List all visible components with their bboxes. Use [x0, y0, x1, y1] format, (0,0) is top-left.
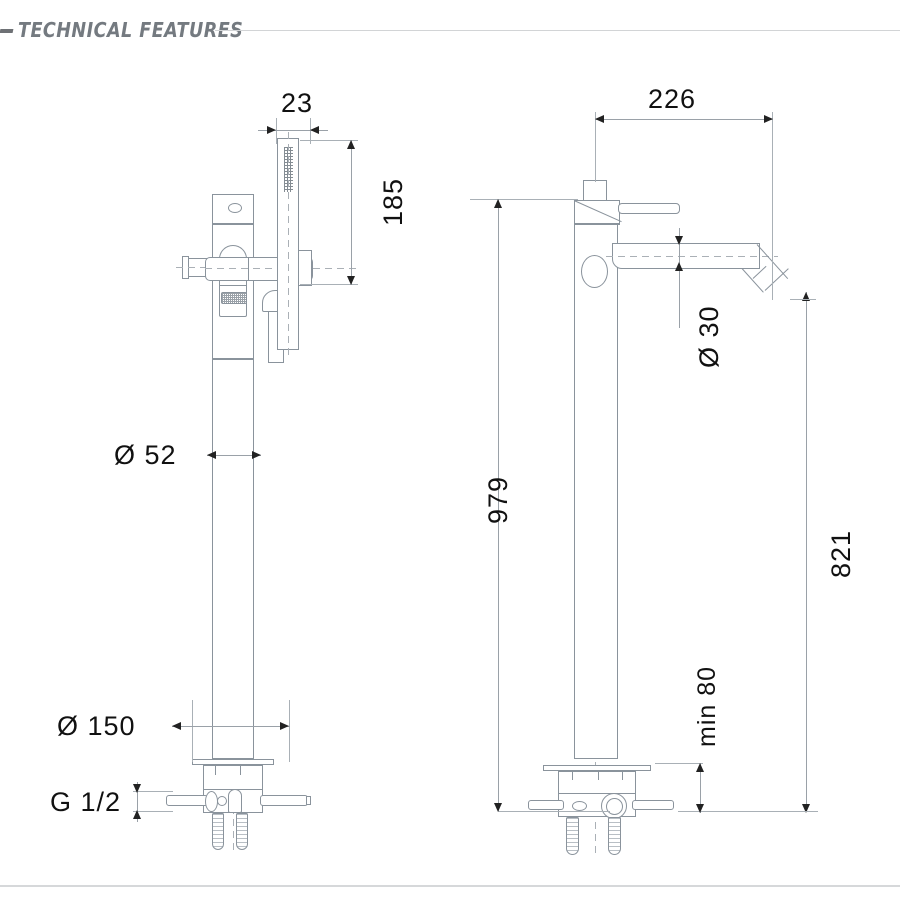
- dim-min80-label: min 80: [693, 665, 721, 747]
- dim-g12-arrow-bottom: [133, 810, 141, 819]
- fixing-stud-right: [236, 813, 248, 850]
- dim-185-arrow-bottom: [347, 276, 355, 285]
- page-title: TECHNICAL FEATURES: [18, 18, 244, 42]
- front-port-inner: [606, 798, 623, 815]
- dim-821-arrow-top: [802, 292, 810, 301]
- dim-185-line: [351, 140, 352, 285]
- dim-30-arrow-bottom: [675, 262, 683, 271]
- dim-185-label: 185: [378, 177, 408, 226]
- dim-30-arrow-top: [675, 236, 683, 245]
- dim-185-arrow-top: [347, 140, 355, 149]
- spout-centerline: [606, 256, 778, 257]
- dim-g12-ext-bottom: [133, 811, 173, 812]
- column-tube: [212, 359, 254, 759]
- lever-handle: [618, 203, 680, 214]
- base-flange-plate: [192, 759, 274, 765]
- dim-52-arrow-left: [207, 451, 216, 459]
- dim-979-arrow-top: [494, 199, 502, 208]
- dim-979-line: [498, 199, 499, 811]
- dim-23-arrow-left: [267, 126, 276, 134]
- front-inlet-left: [528, 800, 564, 810]
- footer-divider: [0, 885, 900, 887]
- inlet-arm-right: [260, 795, 308, 806]
- dim-30-line: [679, 228, 680, 328]
- page-header: TECHNICAL FEATURES: [0, 14, 900, 48]
- dim-821-label: 821: [826, 529, 856, 578]
- rough-in-rib-1: [215, 765, 216, 775]
- dim-g12-ext-top: [133, 791, 173, 792]
- dim-g12-label: G 1/2: [50, 787, 122, 817]
- front-stud-right: [608, 817, 621, 855]
- dim-150-arrow-left: [172, 722, 181, 730]
- front-rough-in-split: [558, 793, 636, 794]
- dim-g12-line: [137, 782, 138, 822]
- dim-821-line: [806, 292, 807, 812]
- dim-979-ext-top: [470, 199, 578, 200]
- front-rib-1: [572, 771, 573, 780]
- diverter-joint-1: [248, 257, 249, 281]
- fixing-stud-left: [212, 813, 224, 850]
- diverter-knob: [581, 255, 608, 288]
- dim-979-label: 979: [483, 475, 513, 524]
- front-inlet-right: [632, 800, 674, 810]
- dim-185-ext-top: [300, 140, 358, 141]
- spout-outlet-face: [764, 268, 789, 291]
- dim-226-arrow-right: [764, 115, 773, 123]
- dim-979-ext-bottom: [498, 811, 610, 812]
- dim-52-label: Ø 52: [114, 440, 177, 470]
- dim-150-line: [172, 726, 290, 727]
- front-stud-left: [566, 817, 579, 855]
- dim-23-line: [258, 130, 328, 131]
- dim-min80-ext-top: [655, 763, 703, 764]
- inlet-cap-right: [306, 796, 311, 805]
- dim-226-ext-left: [595, 112, 596, 182]
- rough-in-rib-2: [240, 765, 241, 775]
- dim-g12-arrow-top: [133, 784, 141, 793]
- rough-in-port: [228, 789, 242, 813]
- front-shower-edge-l: [583, 180, 584, 210]
- dim-150-label: Ø 150: [57, 711, 136, 741]
- cap-screw-hole: [228, 203, 242, 213]
- header-dash-icon: [0, 29, 14, 33]
- front-rib-2: [598, 771, 599, 780]
- dim-min80-arrow-top: [696, 763, 704, 772]
- dim-23-arrow-right: [310, 126, 319, 134]
- front-rib-3: [622, 771, 623, 780]
- dim-23-ext-left: [276, 118, 277, 144]
- dim-821-ext-top: [790, 299, 816, 300]
- front-inlet-screw: [572, 801, 587, 811]
- dim-150-ext-right: [289, 700, 290, 762]
- dim-52-arrow-right: [252, 451, 261, 459]
- dim-185-ext-bottom: [300, 284, 358, 285]
- dim-150-arrow-right: [280, 722, 289, 730]
- inlet-screw-left: [217, 796, 227, 806]
- dim-23-label: 23: [281, 88, 314, 118]
- front-column-tube: [574, 224, 618, 759]
- dim-226-ext-right: [772, 112, 773, 300]
- dim-821-arrow-bottom: [802, 804, 810, 813]
- dim-821-ext-bottom: [678, 811, 818, 812]
- dim-30-label: Ø 30: [694, 305, 724, 368]
- handle-seam-2: [219, 285, 247, 286]
- header-divider: [215, 30, 900, 31]
- aerator-mesh: [221, 292, 247, 304]
- shower-centerline: [288, 132, 289, 360]
- dim-226-arrow-left: [595, 115, 604, 123]
- dim-min80-arrow-bottom: [696, 804, 704, 813]
- front-base-flange: [543, 765, 651, 771]
- handle-nose: [219, 245, 247, 317]
- dim-226-line: [595, 119, 773, 120]
- front-shower-edge-r: [606, 180, 607, 210]
- inlet-arm-left: [166, 795, 208, 806]
- dim-226-label: 226: [648, 84, 697, 114]
- dim-min80-line: [700, 763, 701, 813]
- dim-150-ext-left: [192, 700, 193, 762]
- dim-979-arrow-bottom: [494, 803, 502, 812]
- dim-52-line: [207, 455, 261, 456]
